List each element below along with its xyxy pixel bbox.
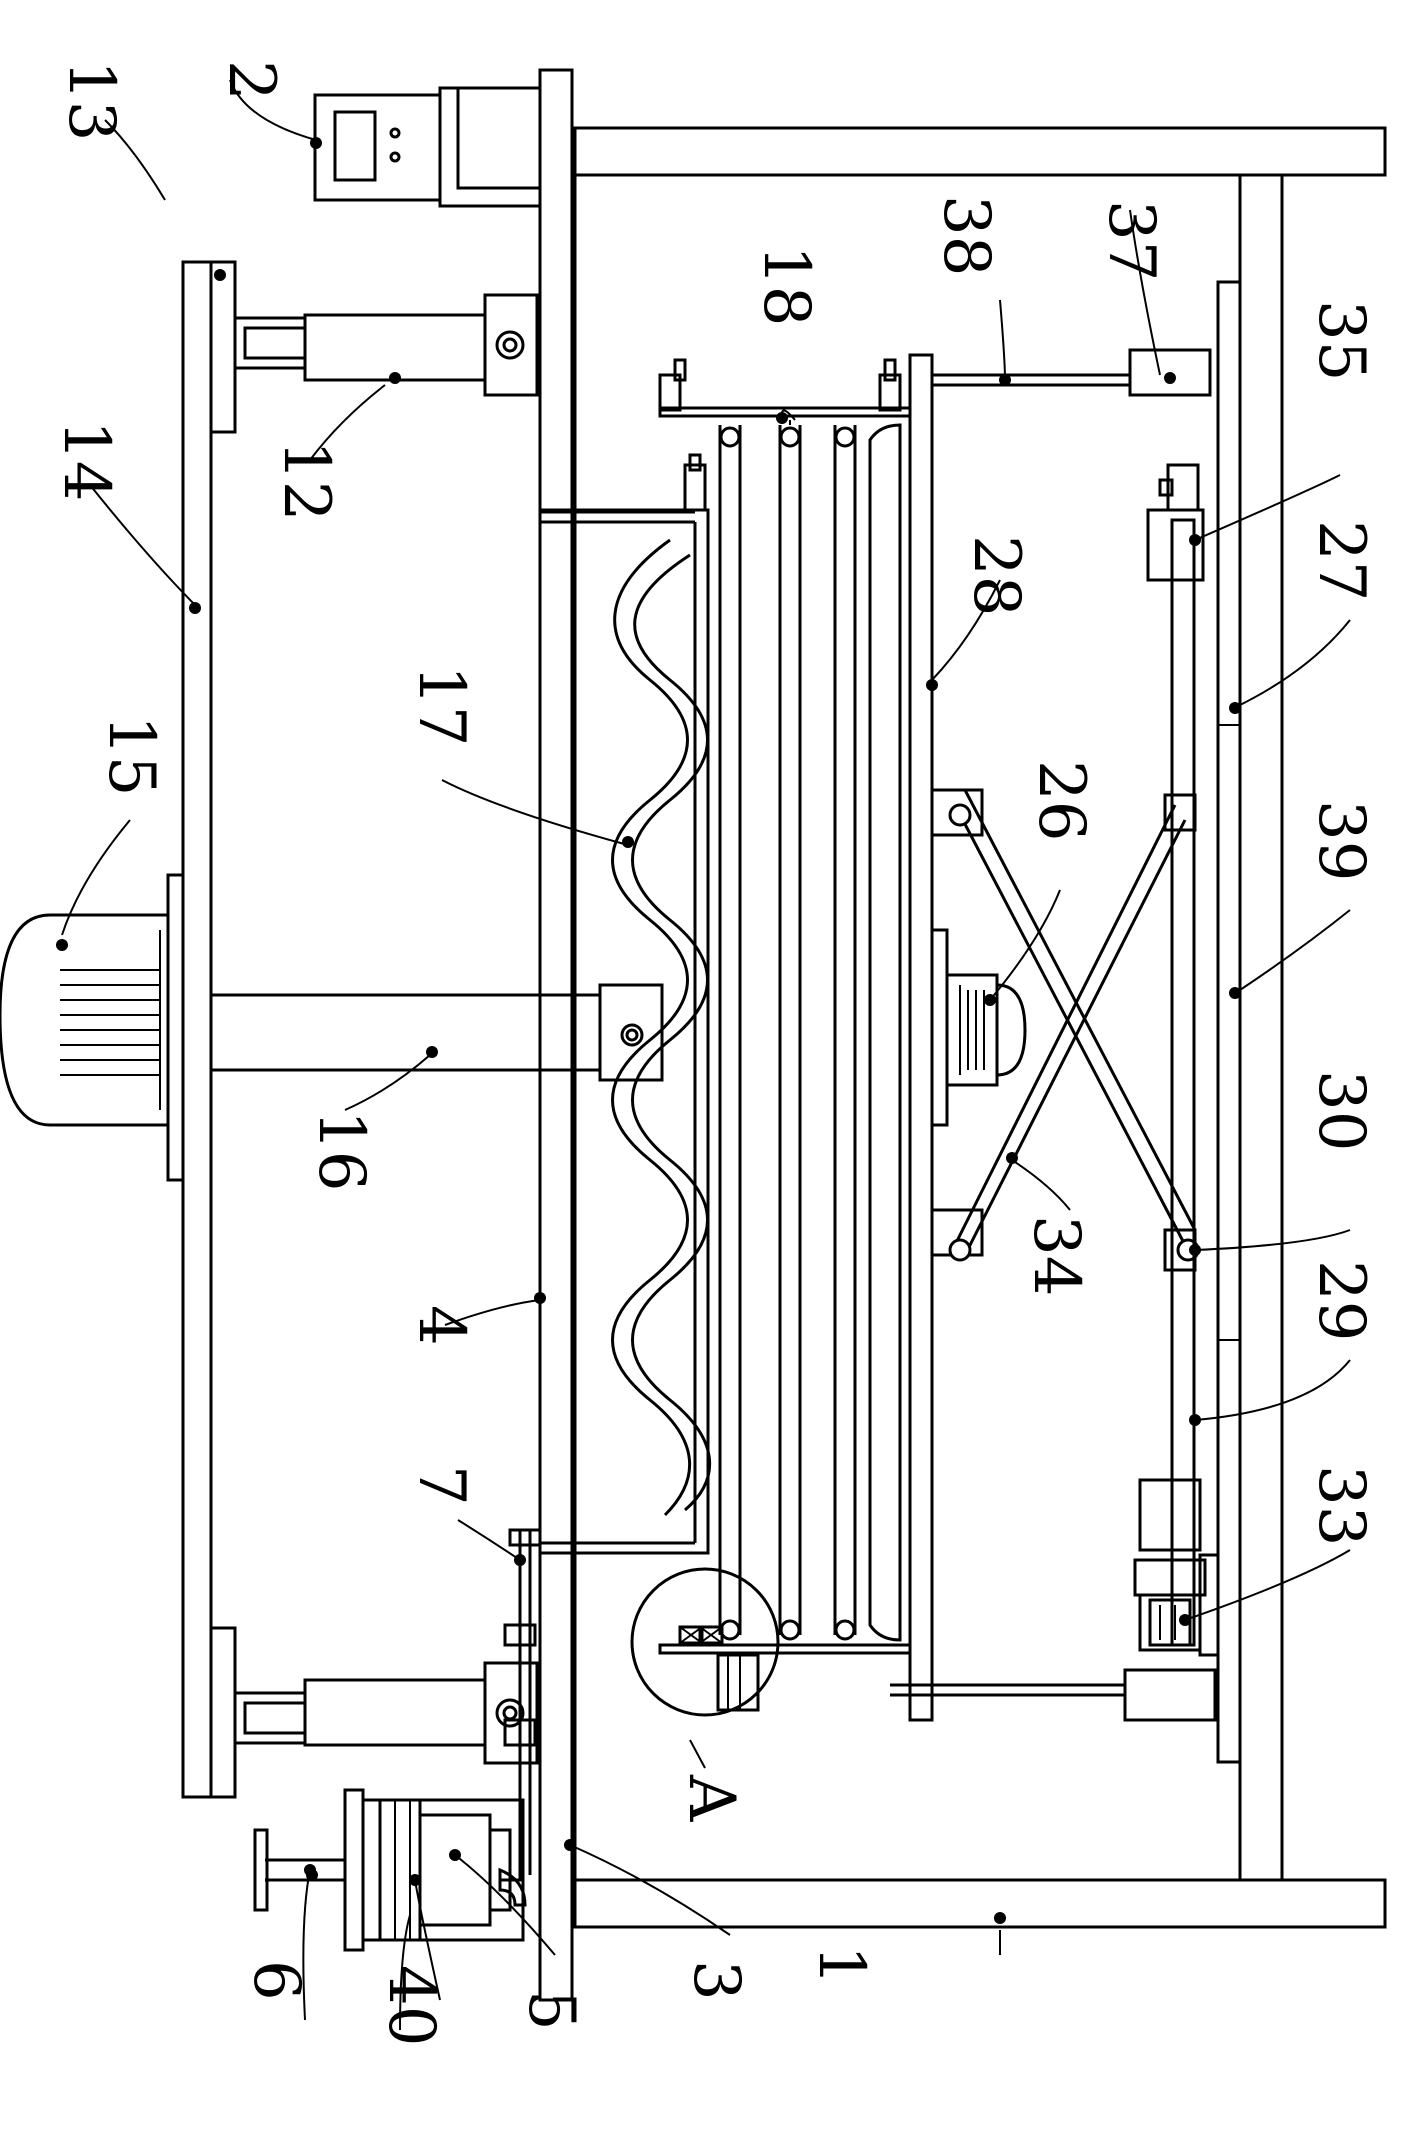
- labels: 2 13 12 14 15 16 17 18 38 37 35 27 28 26…: [49, 60, 1378, 2046]
- scissor-lift-arms: [948, 789, 1200, 1272]
- cylinder-lower: [233, 1661, 539, 1765]
- top-plate: [181, 260, 237, 1799]
- label-29: 29: [1304, 1260, 1378, 1341]
- label-18: 18: [749, 245, 823, 326]
- lift-platform: [899, 353, 984, 1722]
- label-35: 35: [1304, 300, 1378, 381]
- label-17: 17: [404, 665, 478, 746]
- cylinder-upper: [233, 293, 539, 397]
- label-7: 7: [404, 1465, 478, 1506]
- label-5: 5: [514, 1990, 588, 2031]
- controller-box: [313, 86, 542, 208]
- label-4: 4: [404, 1305, 478, 1346]
- material-tank: [539, 462, 710, 1555]
- leader-lines: [61, 79, 1351, 2031]
- label-26: 26: [1024, 760, 1098, 841]
- label-38: 38: [929, 195, 1003, 276]
- label-39: 39: [1304, 800, 1378, 881]
- label-6: 6: [239, 1960, 313, 2001]
- label-30: 30: [1304, 1070, 1378, 1151]
- leader-dots: [56, 137, 1241, 1924]
- label-16: 16: [304, 1110, 378, 1191]
- drive-shaft: [209, 983, 664, 1082]
- label-34: 34: [1019, 1215, 1093, 1296]
- label-12: 12: [269, 440, 343, 521]
- label-40: 40: [374, 1965, 448, 2046]
- label-33: 33: [1304, 1465, 1378, 1546]
- label-A: A: [674, 1774, 748, 1822]
- label-37: 37: [1094, 200, 1168, 281]
- label-13: 13: [54, 60, 128, 141]
- detail-a: [630, 1567, 780, 1717]
- label-3: 3: [679, 1960, 753, 2001]
- label-28: 28: [959, 535, 1033, 616]
- small-motor: [945, 973, 1027, 1087]
- motor-33: [1133, 1478, 1220, 1657]
- motor-top: [0, 873, 185, 1182]
- label-27: 27: [1304, 520, 1378, 601]
- label-1: 1: [804, 1945, 878, 1986]
- label-2: 2: [214, 60, 288, 101]
- label-15: 15: [94, 715, 168, 796]
- pump-assembly: [253, 1788, 525, 1952]
- mounting-plate: [538, 68, 574, 2002]
- label-14: 14: [49, 420, 123, 501]
- heating-tubes: [658, 358, 912, 1655]
- base-frame: [573, 126, 1387, 1929]
- inlet-pipe: [498, 1528, 542, 1907]
- wavy-stirrer: [611, 538, 712, 1517]
